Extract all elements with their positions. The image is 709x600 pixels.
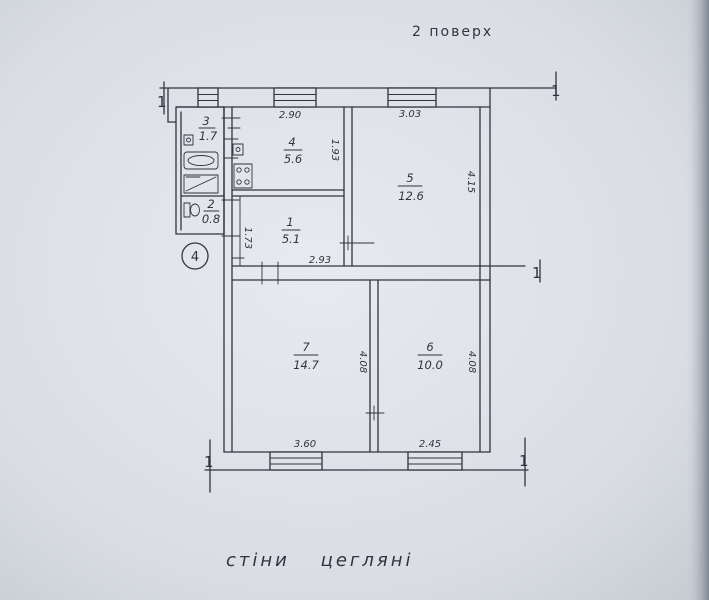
room-area: 5.6 — [284, 152, 302, 166]
kitchen-sink-outline — [232, 143, 244, 156]
window-top-bathroom — [197, 87, 219, 108]
bathtub-outline — [183, 151, 219, 170]
toilet-tank — [183, 202, 191, 218]
plan-marker: 4 — [181, 242, 209, 270]
room-number: 1 — [286, 215, 293, 229]
room-number: 3 — [202, 114, 209, 128]
window-frame — [269, 451, 323, 471]
room-number: 4 — [288, 135, 295, 149]
dimension-room4-depth: 1.93 — [329, 139, 340, 161]
dimension-room5-depth: 4.15 — [465, 171, 476, 193]
toilet-bowl — [190, 203, 200, 217]
washbasin-drain — [186, 137, 191, 143]
room-area: 1.7 — [199, 129, 218, 143]
toilet-icon — [183, 202, 200, 218]
stove-outline — [233, 163, 253, 189]
room-area: 5.1 — [282, 232, 300, 246]
window-top-room5 — [387, 87, 437, 108]
room-label-1: 1 5.1 — [281, 215, 301, 246]
bathtub-icon — [183, 151, 219, 170]
axis-labels: 1 1 1 1 1 — [157, 82, 561, 471]
stove-burner — [244, 167, 250, 173]
dimension-room1-depth: 1.73 — [242, 227, 253, 249]
washbasin-icon — [183, 134, 194, 146]
window-frame — [407, 451, 463, 471]
dimension-labels: 2.90 3.03 1.93 4.15 1.73 2.93 4.08 4.08 … — [242, 109, 477, 450]
stove-burner — [244, 179, 250, 185]
room-label-6: 6 10.0 — [417, 340, 443, 372]
washbasin-outline — [183, 134, 194, 146]
dimension-room7-width: 3.60 — [294, 439, 316, 450]
dimension-room5-width: 3.03 — [399, 109, 421, 120]
stove-burner — [236, 167, 242, 173]
room-label-7: 7 14.7 — [293, 340, 319, 372]
axis-label-bottom-left: 1 — [204, 453, 214, 471]
room-number: 5 — [406, 171, 413, 185]
room-label-2: 2 0.8 — [202, 197, 220, 226]
plan-drawing: 3 1.7 2 0.8 4 5.6 1 5.1 5 1 — [157, 71, 561, 493]
window-frame — [387, 87, 437, 108]
window-frame — [197, 87, 219, 108]
room-area: 0.8 — [202, 212, 220, 226]
dimension-room6-width: 2.45 — [419, 439, 441, 450]
room-area: 14.7 — [293, 358, 319, 372]
dimension-room6-depth: 4.08 — [466, 351, 477, 373]
axis-label-top-left: 1 — [157, 93, 167, 111]
floor-label: 2 поверх — [412, 24, 493, 40]
door-and-dimension-marks — [221, 117, 385, 421]
dimension-room4-width: 2.90 — [279, 110, 301, 121]
room-number: 7 — [302, 340, 310, 354]
room-label-4: 4 5.6 — [283, 135, 303, 166]
window-frame — [273, 87, 317, 108]
room-number: 2 — [207, 197, 214, 211]
stove-burner — [236, 179, 242, 185]
wall-material-note: стіни цегляні — [226, 550, 413, 571]
stove-icon — [233, 163, 253, 189]
dimension-room7-depth: 4.08 — [357, 351, 368, 373]
shower-tray-outline — [183, 174, 219, 194]
room-label-3: 3 1.7 — [198, 114, 218, 143]
kitchen-sink-drain — [235, 147, 241, 152]
plan-marker-circle — [181, 242, 209, 270]
window-bottom-room7 — [269, 451, 323, 471]
kitchen-sink-icon — [232, 143, 244, 156]
room-label-5: 5 12.6 — [397, 171, 424, 203]
room-area: 10.0 — [417, 358, 443, 372]
axis-ticks — [163, 71, 557, 493]
window-bottom-room6 — [407, 451, 463, 471]
room-area: 12.6 — [398, 189, 424, 203]
room-number: 6 — [426, 340, 433, 354]
dimension-room1-width: 2.93 — [309, 255, 331, 266]
page-edge-shadow — [686, 0, 709, 600]
shower-tray-diagonal — [185, 176, 217, 192]
axis-label-top-right: 1 — [551, 82, 561, 100]
windows — [197, 87, 463, 471]
window-top-kitchen — [273, 87, 317, 108]
axis-label-middle-right: 1 — [532, 264, 542, 282]
shower-tray-icon — [183, 174, 219, 194]
room-labels: 3 1.7 2 0.8 4 5.6 1 5.1 5 1 — [198, 114, 443, 372]
bathtub-basin — [187, 155, 215, 166]
fixtures — [183, 134, 253, 218]
plan-marker-label: 4 — [191, 250, 199, 265]
axis-label-bottom-right: 1 — [519, 452, 529, 470]
